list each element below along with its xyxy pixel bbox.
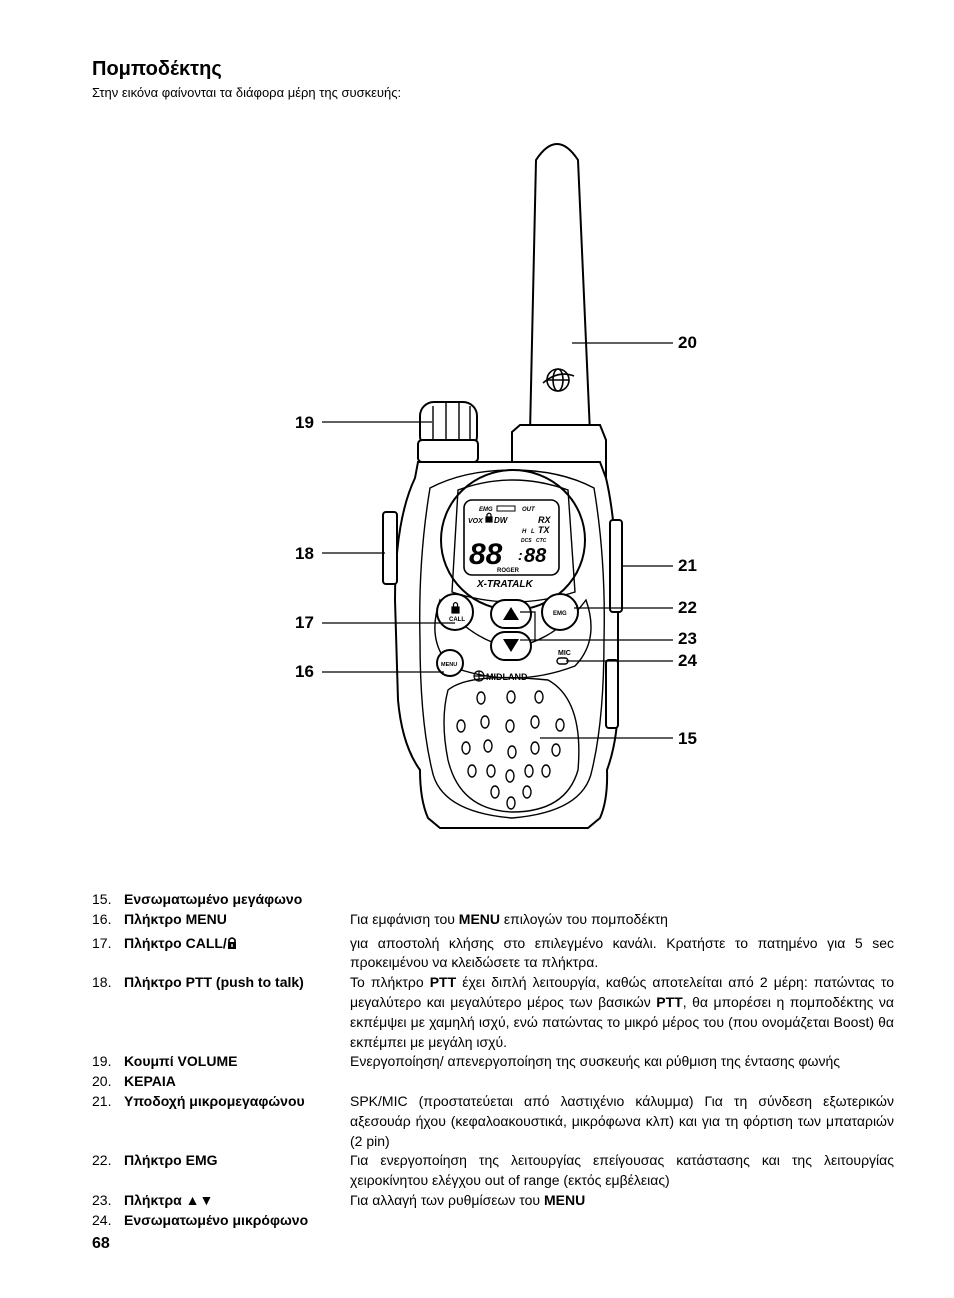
midland-logo-icon xyxy=(473,670,485,682)
lcd-ctc: CTC xyxy=(536,538,547,544)
legend-num: 16. xyxy=(92,910,112,927)
callout-16: 16 xyxy=(295,662,314,681)
legend-row-18: 18. Πλήκτρο PTT (push to talk) Το πλήκτρ… xyxy=(92,973,894,1052)
legend-desc: για αποστολή κλήσης στο επιλεγμένο κανάλ… xyxy=(350,934,894,971)
legend-row-17: 17. Πλήκτρο CALL/ για αποστολή κλήσης στ… xyxy=(92,934,894,974)
legend-num: 22. xyxy=(92,1152,112,1169)
legend-row-23: 23. Πλήκτρα ▲▼ Για αλλαγή των ρυθμίσεων … xyxy=(92,1191,894,1211)
legend-desc: Ενεργοποίηση/ απενεργοποίηση της συσκευή… xyxy=(350,1053,840,1070)
legend-num: 23. xyxy=(92,1191,112,1208)
lcd-channel: 88 xyxy=(469,538,503,571)
callout-15: 15 xyxy=(678,729,697,748)
legend-row-24: 24. Ενσωματωμένο μικρόφωνο xyxy=(92,1211,894,1231)
lcd-vox: VOX xyxy=(468,518,484,525)
lcd-tx: TX xyxy=(538,525,550,535)
lcd-colon: : xyxy=(518,547,523,563)
legend-term: Πλήκτρο EMG xyxy=(124,1152,218,1169)
callout-17: 17 xyxy=(295,613,314,632)
legend-num: 24. xyxy=(92,1211,112,1228)
brand-strip: X-TRATALK xyxy=(476,579,534,590)
lcd-out: OUT xyxy=(522,507,536,513)
volume-knob xyxy=(417,401,479,463)
legend-term: Πλήκτρο MENU xyxy=(124,910,227,927)
legend-term: Πλήκτρο PTT (push to talk) xyxy=(124,974,304,991)
lcd-h: H xyxy=(522,529,527,535)
legend-desc: Για αλλαγή των ρυθμίσεων του MENU xyxy=(350,1191,586,1208)
legend-desc: SPK/MIC (προστατεύεται από λαστιχένιο κά… xyxy=(350,1092,894,1149)
callout-20: 20 xyxy=(678,333,697,352)
legend-row-21: 21. Υποδοχή μικρομεγαφώνου SPK/MIC (προσ… xyxy=(92,1092,894,1151)
ptt-button xyxy=(382,511,398,585)
lcd-emg: EMG xyxy=(479,507,493,513)
lcd-roger: ROGER xyxy=(497,568,520,574)
legend-desc xyxy=(350,890,894,910)
legend-term: Υποδοχή μικρομεγαφώνου xyxy=(124,1092,305,1109)
up-arrow-icon xyxy=(503,607,519,620)
emg-label: EMG xyxy=(553,611,567,617)
callout-24: 24 xyxy=(678,651,697,670)
callout-21: 21 xyxy=(678,556,697,575)
legend-row-22: 22. Πλήκτρο EMG Για ενεργοποίηση της λει… xyxy=(92,1151,894,1191)
legend-num: 19. xyxy=(92,1053,112,1070)
lcd-rx: RX xyxy=(538,515,551,525)
legend-row-20: 20. ΚΕΡΑΙΑ xyxy=(92,1072,894,1092)
legend-term: Πλήκτρο CALL/ xyxy=(124,934,350,974)
speaker-grille xyxy=(443,676,580,813)
legend-term: Ενσωματωμένο μικρόφωνο xyxy=(124,1211,309,1228)
lock-icon xyxy=(227,936,236,949)
legend-desc: Το πλήκτρο PTT έχει διπλή λειτουργία, κα… xyxy=(350,974,894,1050)
legend-num: 21. xyxy=(92,1092,112,1109)
lock-icon xyxy=(451,512,493,614)
lcd-l: L xyxy=(531,529,535,535)
legend-term: Πλήκτρα ▲▼ xyxy=(124,1191,214,1208)
call-label: CALL xyxy=(449,617,465,623)
mic-label: MIC xyxy=(558,650,571,657)
callout-18: 18 xyxy=(295,544,314,563)
legend-row-19: 19. Κουμπί VOLUME Ενεργοποίηση/ απενεργο… xyxy=(92,1052,894,1072)
page-title: Πομποδέκτης xyxy=(92,58,222,80)
callout-19: 19 xyxy=(295,413,314,432)
spk-mic-socket xyxy=(609,519,623,613)
brand-label: MIDLAND xyxy=(486,672,528,682)
legend-term: ΚΕΡΑΙΑ xyxy=(124,1073,176,1090)
menu-label: MENU xyxy=(441,662,457,668)
globe-logo-icon xyxy=(542,368,575,392)
legend-desc xyxy=(350,1072,894,1092)
legend-term: Κουμπί VOLUME xyxy=(124,1053,238,1070)
menu-button xyxy=(436,649,464,677)
legend-desc: Για εμφάνιση του MENU επιλογών του πομπο… xyxy=(350,910,668,927)
page-subtitle: Στην εικόνα φαίνονται τα διάφορα μέρη τη… xyxy=(92,85,402,100)
antenna xyxy=(528,143,592,434)
legend-row-15: 15. Ενσωματωμένο μεγάφωνο xyxy=(92,890,894,910)
legend-term: Ενσωματωμένο μεγάφωνο xyxy=(124,891,303,907)
legend-num: 20. xyxy=(92,1073,112,1090)
speaker-holes xyxy=(456,690,565,810)
legend-num: 15. xyxy=(92,891,112,907)
page-number: 68 xyxy=(92,1235,110,1252)
legend-num: 17. xyxy=(92,934,112,951)
legend-row-16: 16. Πλήκτρο MENU Για εμφάνιση του MENU ε… xyxy=(92,910,894,930)
radio-illustration: EMG OUT VOX DW RX H L TX DCS CTC 88 : 88… xyxy=(322,143,673,829)
callout-23: 23 xyxy=(678,629,697,648)
callout-22: 22 xyxy=(678,598,697,617)
parts-legend: 15. Ενσωματωμένο μεγάφωνο 16. Πλήκτρο ME… xyxy=(92,890,894,1231)
legend-num: 18. xyxy=(92,974,112,991)
legend-desc xyxy=(350,1211,894,1231)
lcd-code: 88 xyxy=(524,545,547,567)
down-arrow-icon xyxy=(503,639,519,652)
lcd-dw: DW xyxy=(494,516,509,525)
lcd-dcs: DCS xyxy=(521,538,532,544)
emg-button xyxy=(541,593,579,631)
legend-desc: Για ενεργοποίηση της λειτουργίας επείγου… xyxy=(350,1152,894,1189)
